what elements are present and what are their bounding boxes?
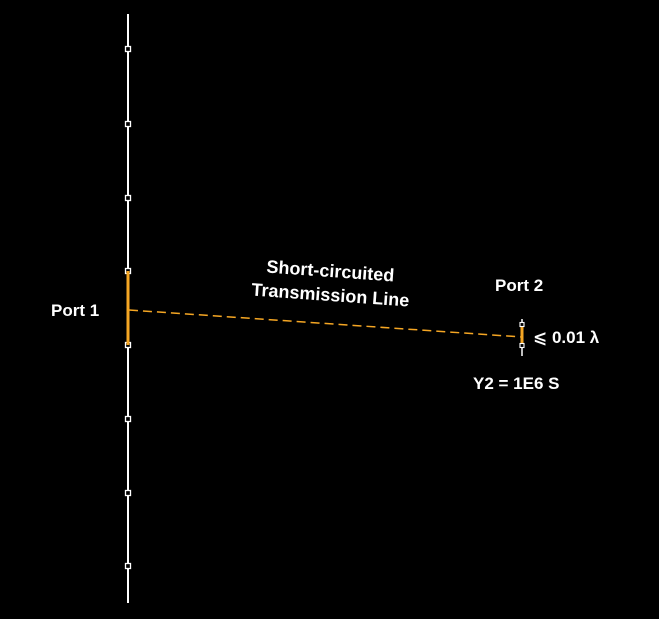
segment-marker (124, 489, 132, 497)
port1-label: Port 1 (51, 301, 99, 320)
segment-spacing-label: ⩽ 0.01 λ (533, 328, 600, 347)
segment-marker (124, 45, 132, 53)
segment-marker (124, 120, 132, 128)
transmission-line (128, 309, 523, 338)
segment-marker (124, 194, 132, 202)
segment-marker (124, 562, 132, 570)
segment-marker (124, 415, 132, 423)
port2-label: Port 2 (495, 276, 543, 295)
port2-marker-top (519, 321, 525, 328)
port2-marker-bottom (519, 342, 525, 349)
port2-admittance-label: Y2 = 1E6 S (473, 374, 559, 393)
